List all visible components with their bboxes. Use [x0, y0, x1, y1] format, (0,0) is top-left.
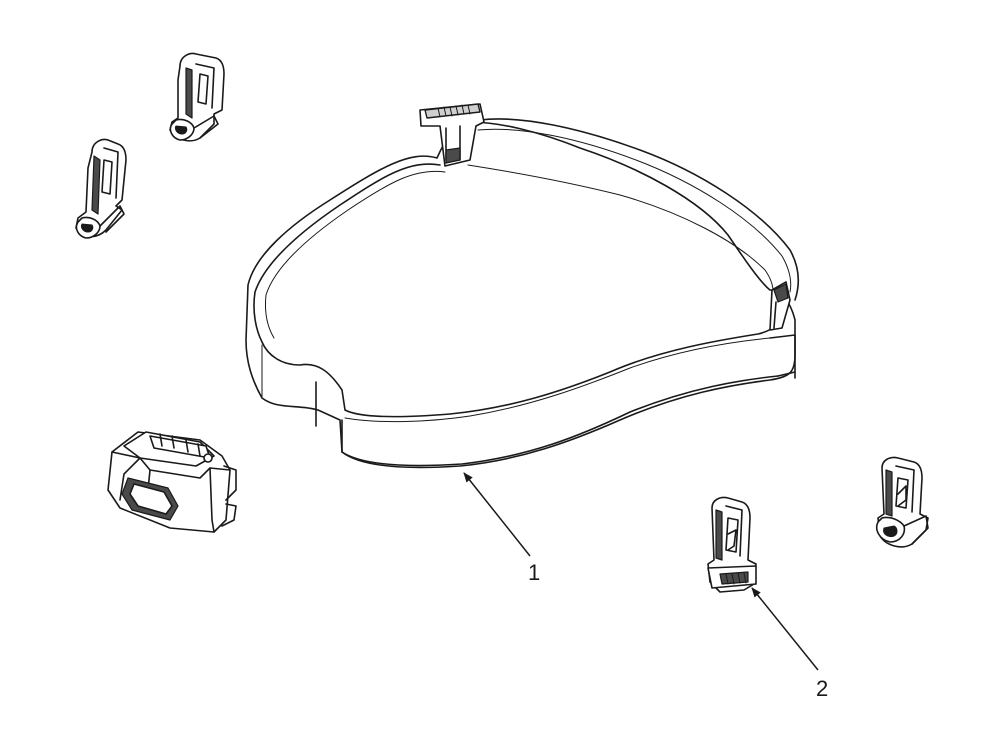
callout-1: 1: [463, 472, 540, 585]
lamp-housing: [107, 431, 237, 533]
top-buckle: [419, 103, 485, 167]
callout-label-1: 1: [528, 560, 540, 585]
leader-line-1: [463, 472, 531, 557]
headband-strap: [245, 118, 800, 469]
leader-line-2: [751, 587, 819, 671]
clip-right: [875, 456, 929, 548]
callout-label-2: 2: [816, 676, 828, 701]
callout-2: 2: [751, 587, 828, 701]
clip-part-2: [707, 496, 757, 593]
clip-upper-left: [169, 52, 225, 142]
clip-lower-left: [75, 138, 127, 239]
side-clip: [769, 281, 791, 331]
